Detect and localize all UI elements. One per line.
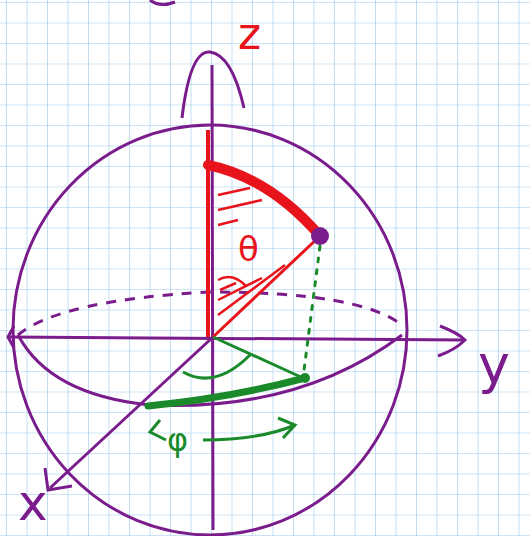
phi-arrow-right <box>203 425 295 440</box>
angle-label: θ <box>238 232 259 266</box>
phi-arrow-left <box>150 420 166 440</box>
angle-mark <box>183 355 250 378</box>
z-segment <box>206 130 210 337</box>
stray-mark <box>150 0 175 5</box>
x-axis <box>50 337 213 488</box>
equator-front <box>18 335 402 406</box>
axis-label: y <box>478 338 510 392</box>
theta-hatching <box>218 188 285 315</box>
sphere-outline <box>13 125 407 535</box>
y-arrowhead <box>438 326 465 356</box>
axis-label: z <box>238 12 261 56</box>
phi-arrowhead <box>278 418 295 438</box>
azimuth-arc <box>148 378 305 406</box>
angle-label: φ <box>167 424 188 456</box>
z-axis <box>212 65 213 530</box>
x-arrowhead <box>45 468 72 490</box>
axis-label: x <box>18 478 48 528</box>
projection-dotted <box>303 246 320 378</box>
polar-arc <box>208 165 320 236</box>
radius-line <box>213 236 320 337</box>
projection-point <box>300 373 310 383</box>
point-marker <box>311 227 329 245</box>
y-axis-end <box>8 326 14 348</box>
z-arrowhead <box>182 52 244 118</box>
y-axis <box>8 337 465 340</box>
